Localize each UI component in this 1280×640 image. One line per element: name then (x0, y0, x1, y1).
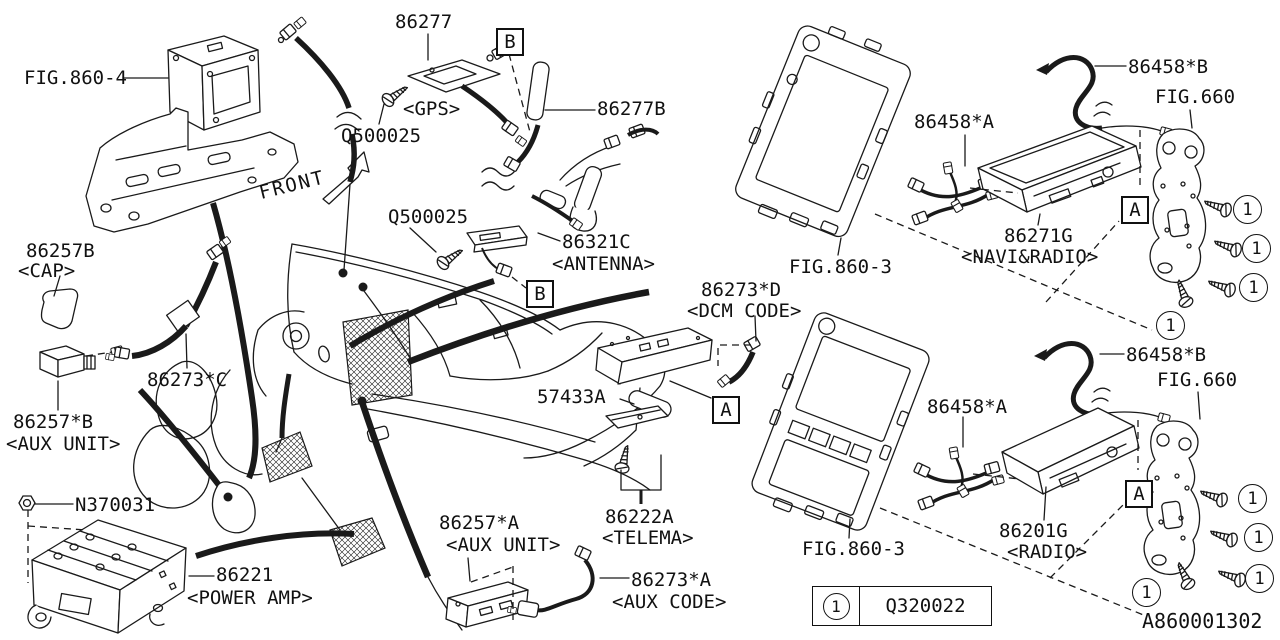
callout-86201g: 86201G (999, 520, 1068, 542)
dashboard-sketch (133, 243, 666, 567)
legend-part-number: Q320022 (885, 595, 966, 617)
fastener-marker-1: 1 (1132, 578, 1161, 607)
ref-box-a-bottom: A (1125, 480, 1153, 508)
callout-86257b-aux: 86257*B (13, 411, 94, 433)
fastener-marker-1: 1 (1238, 484, 1267, 513)
callout-poweramp-name: <POWER AMP> (187, 587, 313, 609)
ref-box-b-top: B (496, 28, 524, 56)
callout-86458b-bottom: 86458*B (1126, 344, 1207, 366)
aux-unit-a-assembly (445, 544, 595, 628)
callout-86458a-bottom: 86458*A (927, 396, 1008, 418)
callout-fig860-4: FIG.860-4 (24, 67, 127, 89)
fastener-marker-1: 1 (1233, 195, 1262, 224)
drawing-number: A860001302 (1142, 609, 1263, 633)
callout-radio-name: <RADIO> (1007, 541, 1088, 563)
callout-telema-name: <TELEMA> (602, 527, 694, 549)
callout-navi-name: <NAVI&RADIO> (961, 246, 1099, 268)
ref-box-a-top: A (1121, 196, 1149, 224)
telema-assembly (595, 327, 762, 475)
bracket-top (1149, 128, 1207, 284)
callout-q500025-gps: Q500025 (341, 125, 422, 147)
callout-57433a: 57433A (537, 386, 606, 408)
gps-unit-and-cord (379, 33, 660, 232)
callout-86222a: 86222A (605, 506, 674, 528)
dashed-reference-lines (27, 53, 1153, 620)
ref-box-a-telema: A (712, 396, 740, 424)
callout-86257a: 86257*A (439, 512, 520, 534)
callout-fig860-3-top: FIG.860-3 (789, 256, 892, 278)
callout-auxunit-a-name: <AUX UNIT> (446, 534, 561, 556)
display-unit-bottom (751, 312, 930, 531)
harness-bottom (914, 447, 1005, 510)
callout-fig660-bottom: FIG.660 (1157, 369, 1238, 391)
fastener-marker-1: 1 (1156, 311, 1185, 340)
callout-q500025-ant: Q500025 (388, 206, 469, 228)
fastener-legend: 1 Q320022 (812, 586, 992, 626)
callout-dcm-name: <DCM CODE> (687, 300, 802, 322)
radio-unit (1001, 407, 1140, 495)
callout-antenna-name: <ANTENNA> (552, 253, 655, 275)
callout-fig660-top: FIG.660 (1155, 86, 1236, 108)
callout-86458b-top: 86458*B (1128, 56, 1209, 78)
callout-86273a: 86273*A (631, 569, 712, 591)
callout-auxunit-b-name: <AUX UNIT> (6, 433, 121, 455)
callout-86273c: 86273*C (147, 369, 228, 391)
ref-box-b-antenna: B (526, 280, 554, 308)
display-unit-top (735, 25, 911, 238)
fig860-4-assembly (85, 16, 307, 233)
navi-radio-unit (977, 125, 1142, 213)
callout-gps-name: <GPS> (403, 98, 461, 120)
leader-lines (34, 33, 1201, 582)
left-parts (18, 235, 232, 634)
fastener-marker-1: 1 (1242, 234, 1271, 263)
fastener-marker-1: 1 (1239, 273, 1268, 302)
callout-n370031: N370031 (75, 494, 156, 516)
callout-auxcode-name: <AUX CODE> (612, 591, 727, 613)
front-arrow (322, 151, 370, 205)
callout-86458a-top: 86458*A (914, 111, 995, 133)
callout-86277: 86277 (395, 11, 453, 33)
callout-86273d: 86273*D (701, 279, 782, 301)
callout-86271g: 86271G (1004, 225, 1073, 247)
callout-cap-name: <CAP> (18, 260, 76, 282)
legend-symbol-cell: 1 (813, 587, 860, 625)
fastener-marker-1: 1 (1244, 523, 1273, 552)
circled-1-icon: 1 (822, 592, 850, 620)
callout-86257b-cap: 86257B (26, 240, 95, 262)
callout-fig860-3-bottom: FIG.860-3 (802, 538, 905, 560)
antenna-assembly (434, 225, 528, 278)
callout-86221: 86221 (216, 564, 274, 586)
callout-86277b: 86277B (597, 98, 666, 120)
callout-86321c: 86321C (562, 231, 631, 253)
fastener-marker-1: 1 (1245, 564, 1274, 593)
